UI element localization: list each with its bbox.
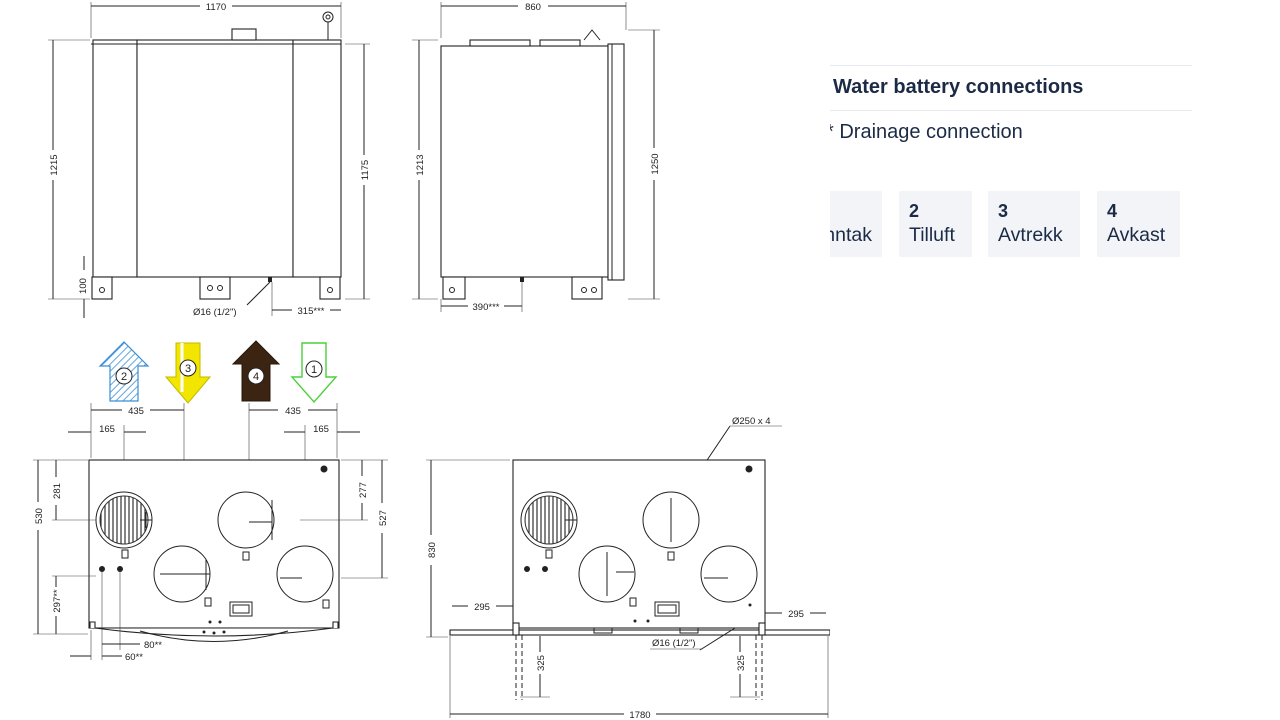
chip-tilluft: 2 Tilluft — [899, 191, 972, 257]
chip-label: Avkast — [1107, 224, 1166, 246]
top-right-leg-right: 325 — [736, 655, 747, 671]
side-drain-offset: 390*** — [473, 302, 500, 313]
top-left-height-right: 527 — [378, 510, 389, 526]
chip-label: Tilluft — [909, 224, 955, 246]
chip-label: Avtrekk — [998, 224, 1063, 246]
top-right-height: 830 — [427, 542, 438, 558]
top-right-side-right: 295 — [788, 609, 804, 620]
chip-avkast: 4 Avkast — [1097, 191, 1180, 257]
arrow-intake-down-icon: 1 — [290, 342, 338, 404]
top-right-drain-label: Ø16 (1/2") — [652, 638, 696, 649]
arrow-label-1: 1 — [311, 364, 317, 376]
top-left-bottom-a: 80** — [144, 640, 162, 651]
front-drain-offset: 315*** — [298, 306, 325, 317]
divider — [830, 110, 1192, 111]
top-left-bottom-b: 60** — [125, 652, 143, 663]
chip-avtrekk: 3 Avtrekk — [988, 191, 1080, 257]
top-left-spacing-right: 435 — [285, 406, 301, 417]
foot-height-dim: 100 — [78, 278, 89, 294]
front-inner-height-dim: 1175 — [360, 160, 371, 180]
side-depth-dim: 860 — [525, 2, 541, 13]
top-left-height-lower-left: 297** — [52, 589, 63, 613]
top-view-left: 435 435 165 165 — [33, 403, 389, 663]
section-heading: Water battery connections — [833, 76, 1084, 98]
arrow-label-2: 2 — [121, 371, 127, 383]
divider — [830, 65, 1192, 66]
top-view-right: Ø250 x 4 — [426, 416, 830, 720]
top-left-height-left: 530 — [34, 508, 45, 524]
top-left-spacing-left: 435 — [128, 406, 144, 417]
flow-arrows: 2 3 4 1 — [98, 340, 338, 404]
top-left-offset-right: 165 — [313, 424, 329, 435]
side-view: 860 1213 1250 390*** — [412, 2, 661, 313]
legend-panel: Water battery connections * Drainage con… — [830, 0, 1280, 720]
front-view: 1170 1215 100 1175 Ø16 (1/2") — [48, 2, 371, 318]
chip-label: Inntak — [830, 224, 872, 246]
arrow-label-4: 4 — [253, 371, 259, 383]
top-left-height-upper-left: 281 — [52, 483, 63, 499]
top-right-side-left: 295 — [474, 602, 490, 613]
side-height-left-dim: 1213 — [415, 154, 426, 175]
chip-number: 4 — [1107, 201, 1118, 221]
front-height-dim: 1215 — [49, 154, 60, 175]
duct-label: Ø250 x 4 — [732, 416, 771, 427]
chip-number: 2 — [909, 201, 920, 221]
front-drain-label: Ø16 (1/2") — [193, 307, 237, 318]
arrow-label-3: 3 — [185, 363, 191, 375]
top-right-leg-left: 325 — [536, 655, 547, 671]
top-left-height-upper-right: 277 — [358, 482, 369, 498]
chip-number: 3 — [998, 201, 1009, 221]
arrow-extract-down-icon: 3 — [164, 342, 212, 404]
arrow-supply-up-icon: 2 — [98, 341, 150, 402]
top-left-offset-left: 165 — [99, 424, 115, 435]
side-height-right-dim: 1250 — [650, 153, 661, 174]
technical-drawing: 1170 1215 100 1175 Ø16 (1/2") — [33, 2, 830, 720]
front-width-dim: 1170 — [206, 2, 226, 13]
drainage-note: * Drainage connection — [830, 121, 1023, 143]
arrow-exhaust-up-icon: 4 — [231, 340, 281, 402]
top-right-total-width: 1780 — [629, 710, 650, 720]
chip-inntak: Inntak — [830, 191, 882, 257]
